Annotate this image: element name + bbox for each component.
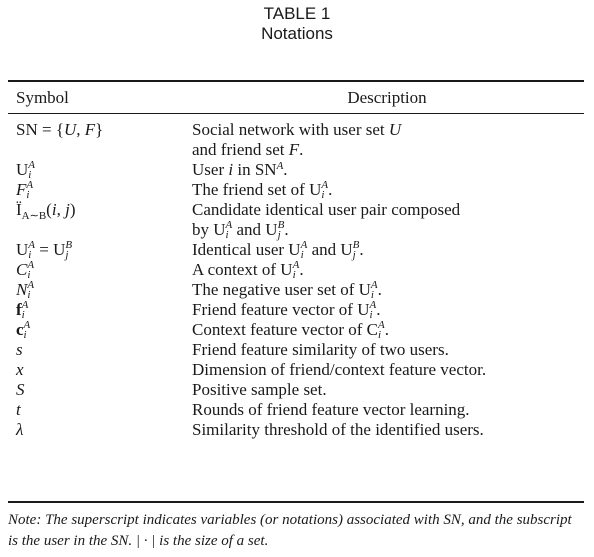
header-symbol: Symbol — [16, 88, 69, 107]
header-rule — [8, 113, 584, 114]
description-cell: Dimension of friend/context feature vect… — [192, 360, 487, 379]
bottom-rule — [8, 501, 584, 503]
symbol-cell: SN = {U, F} — [16, 120, 104, 139]
table-note: Note: The superscript indicates variable… — [8, 512, 572, 549]
description-cell: User i in SNA. — [192, 160, 288, 179]
description-cell: Friend feature similarity of two users. — [192, 340, 449, 359]
top-rule — [8, 80, 584, 82]
description-cell: Positive sample set. — [192, 380, 327, 399]
symbol-cell: S — [16, 380, 25, 399]
symbol-cell: ÏA∼B(i, j) — [16, 200, 76, 222]
header-description: Description — [347, 88, 427, 107]
description-cell: Rounds of friend feature vector learning… — [192, 400, 470, 419]
symbol-cell: t — [16, 400, 21, 419]
symbol-cell: λ — [16, 420, 24, 439]
description-cell: Similarity threshold of the identified u… — [192, 420, 484, 439]
symbol-cell: x — [16, 360, 24, 379]
symbol-cell: s — [16, 340, 23, 359]
table-title: Notations — [261, 24, 333, 43]
table-label: TABLE 1 — [263, 4, 331, 23]
